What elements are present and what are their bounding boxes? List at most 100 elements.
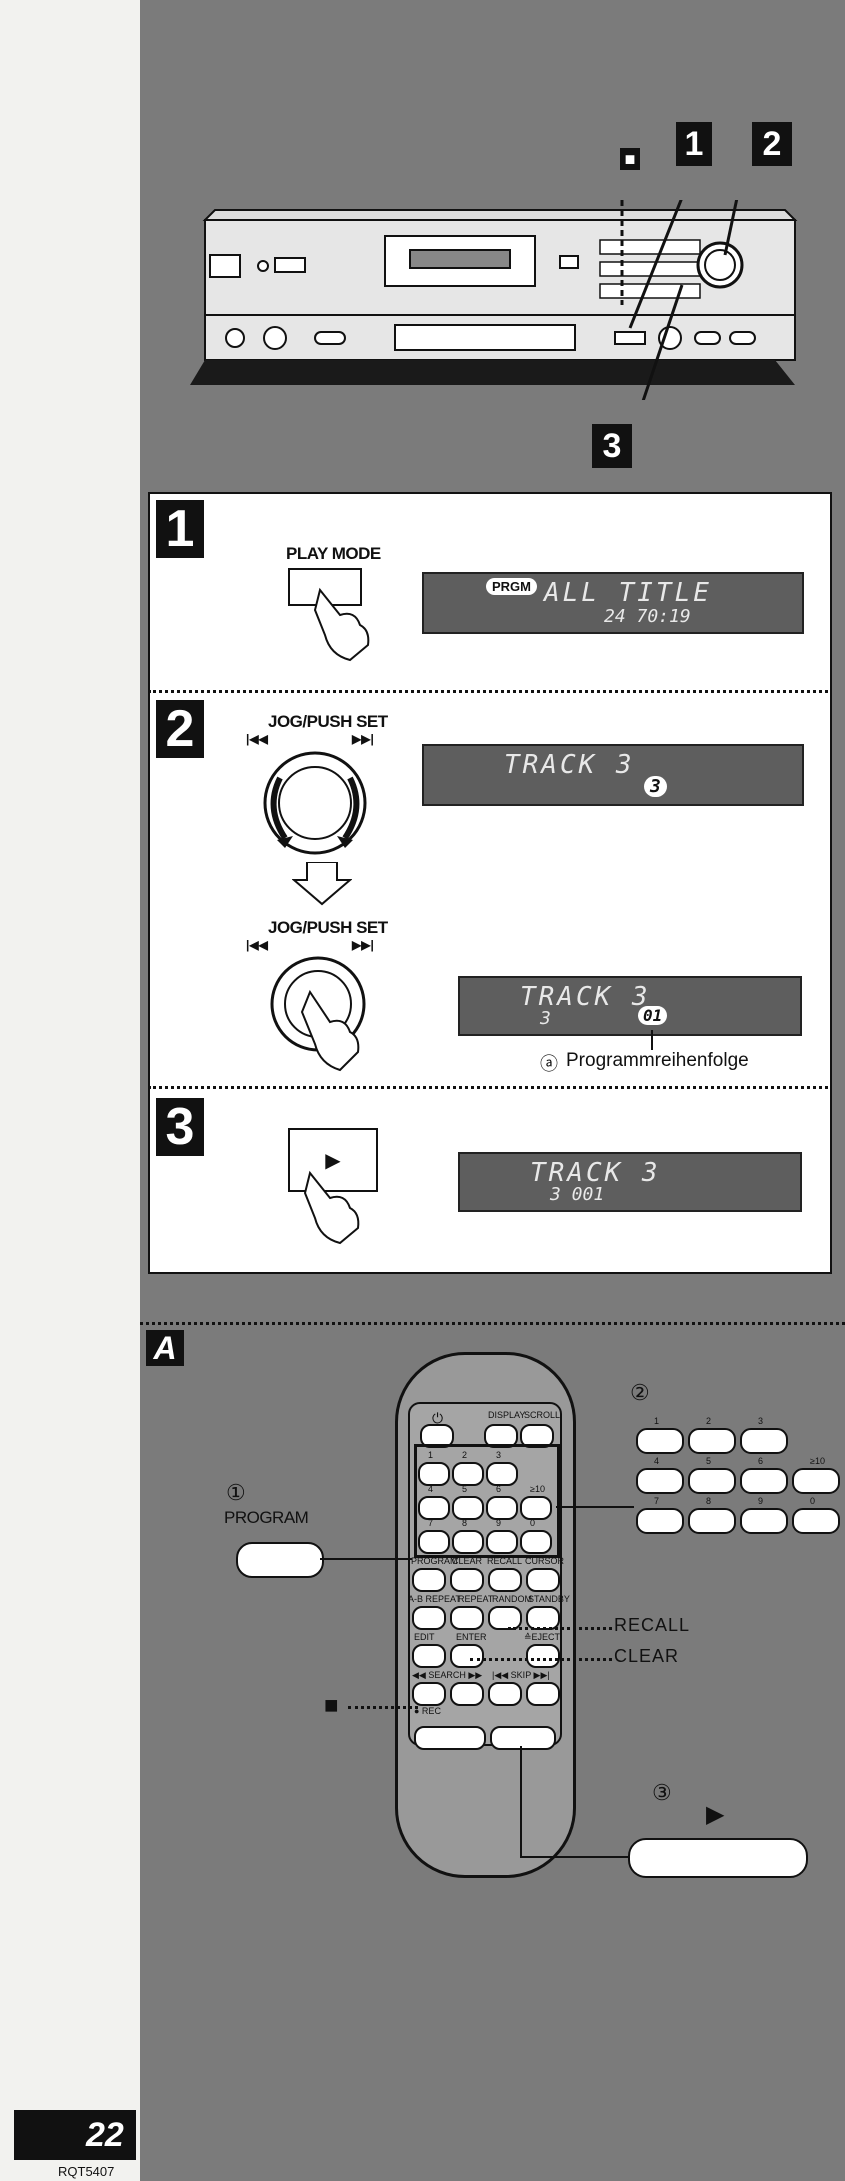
remote-skip-label: |◀◀ SKIP ▶▶| [492,1670,550,1680]
prev-symbol-top: |◀◀ [246,732,268,746]
keypad-key[interactable] [740,1468,788,1494]
step3-number: 3 [156,1098,204,1156]
remote-number-key[interactable] [452,1530,484,1554]
remote-key-label: 3 [496,1450,502,1460]
program-order-readout: 01 [638,1006,668,1025]
keypad-key[interactable] [688,1468,736,1494]
remote-ab-repeat-label: A-B REPEAT [408,1594,461,1604]
keypad-key-label: 8 [706,1496,712,1506]
stop-leader-line [348,1706,418,1709]
keypad-key[interactable] [792,1508,840,1534]
annotation-marker: ⓐ [540,1054,558,1074]
remote-number-key[interactable] [418,1530,450,1554]
remote-skip-fwd-button[interactable] [526,1682,560,1706]
keypad-key[interactable] [688,1428,736,1454]
remote-number-key[interactable] [418,1496,450,1520]
remote-stop-button[interactable] [414,1726,486,1750]
remote-play-button[interactable] [490,1726,556,1750]
play-button[interactable]: ▶ [288,1128,378,1192]
keypad-key-label: 1 [654,1416,660,1426]
remote-ab-repeat-button[interactable] [412,1606,446,1630]
remote-repeat-label: REPEAT [458,1594,494,1604]
remote-recall-button[interactable] [488,1568,522,1592]
step2-display-2-sub: 3 [540,1008,551,1029]
next-symbol-top: ▶▶| [352,732,374,746]
remote-clear-label: CLEAR [452,1556,483,1566]
callout2-marker: ② [630,1380,650,1405]
play-leader-horizontal [520,1856,628,1858]
jog-dial-push-icon[interactable] [260,952,390,1087]
remote-recall-label: RECALL [487,1556,523,1566]
remote-key-label: 0 [530,1518,536,1528]
step2-display-2: TRACK 3 3 01 [458,976,802,1036]
remote-number-key[interactable] [520,1530,552,1554]
stop-callout: ■ [324,1692,339,1719]
step1-display-sub: 24 70:19 [604,606,691,627]
remote-cursor-label: CURSOR [525,1556,565,1566]
remote-program-button[interactable] [412,1568,446,1592]
play-callout-button[interactable] [628,1838,808,1878]
remote-cursor-button[interactable] [526,1568,560,1592]
remote-rec-label: ● REC [414,1706,441,1716]
remote-repeat-button[interactable] [450,1606,484,1630]
clear-leader-line [470,1658,612,1661]
remote-number-key[interactable] [486,1496,518,1520]
page-number-box [14,2110,136,2160]
keypad-key[interactable] [740,1508,788,1534]
remote-search-back-button[interactable] [412,1682,446,1706]
keypad-key-label: 0 [810,1496,816,1506]
remote-program-label: PROGRAM [411,1556,458,1566]
annotation-text: Programmreihenfolge [566,1050,749,1071]
remote-number-key[interactable] [486,1462,518,1486]
keypad-key[interactable] [636,1468,684,1494]
remote-key-label: 9 [496,1518,502,1528]
remote-enter-button[interactable] [450,1644,484,1668]
callout3-marker: ③ [652,1780,672,1805]
keypad-key-label: 3 [758,1416,764,1426]
keypad-key-label: 5 [706,1456,712,1466]
device-callout-3: 3 [592,424,632,468]
remote-edit-button[interactable] [412,1644,446,1668]
remote-key-label: 8 [462,1518,468,1528]
remote-number-key[interactable] [418,1462,450,1486]
keypad-key[interactable] [688,1508,736,1534]
keypad-key[interactable] [740,1428,788,1454]
remote-skip-back-button[interactable] [488,1682,522,1706]
remote-number-key[interactable] [452,1462,484,1486]
step3-display-sub: 3 001 [550,1184,605,1205]
remote-number-block [414,1444,560,1558]
program-callout-button[interactable] [236,1542,324,1578]
divider-1 [148,690,828,693]
step2-display-1: TRACK 3 3 [422,744,804,806]
remote-random-button[interactable] [488,1606,522,1630]
annotation-leader-line [651,1030,653,1050]
document-code: RQT5407 [58,2164,115,2179]
prgm-badge: PRGM [486,578,537,595]
keypad-key[interactable] [636,1428,684,1454]
remote-key-label: 6 [496,1484,502,1494]
jog-dial-rotate-icon[interactable] [255,748,375,863]
remote-eject-label: ≙EJECT [524,1632,561,1642]
next-symbol-bottom: ▶▶| [352,938,374,952]
keypad-key[interactable] [792,1468,840,1494]
keypad-key-label: 4 [654,1456,660,1466]
program-leader-line [320,1558,412,1560]
remote-search-label: ◀◀ SEARCH ▶▶ [412,1670,483,1680]
remote-number-key[interactable] [486,1530,518,1554]
remote-search-fwd-button[interactable] [450,1682,484,1706]
jog-label-top: JOG/PUSH SET [268,712,388,731]
callout3-symbol: ▶ [706,1801,725,1828]
step1-display-main: ALL TITLE [544,578,712,608]
keypad-key[interactable] [636,1508,684,1534]
section-a-divider [140,1322,845,1325]
remote-number-key[interactable] [452,1496,484,1520]
remote-clear-button[interactable] [450,1568,484,1592]
remote-key-label: 7 [428,1518,434,1528]
step2-number: 2 [156,700,204,758]
prev-symbol-bottom: |◀◀ [246,938,268,952]
recall-label: RECALL [614,1615,691,1635]
remote-key-label: 1 [428,1450,434,1460]
remote-eject-button[interactable] [526,1644,560,1668]
remote-power-icon[interactable]: ⏻ [432,1410,444,1426]
remote-number-key[interactable] [520,1496,552,1520]
